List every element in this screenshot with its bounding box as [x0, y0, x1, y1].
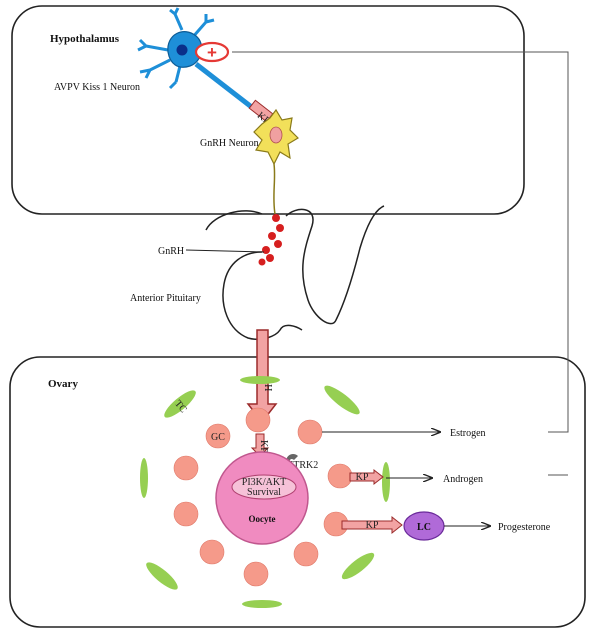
positive-feedback-sign: +: [207, 43, 217, 62]
anterior-pituitary-label: Anterior Pituitary: [130, 293, 201, 304]
lh-label: LH: [262, 378, 273, 391]
kiss-axon: [194, 62, 260, 114]
kp-arrow-lc: [341, 515, 403, 535]
pathway-box: [231, 474, 297, 500]
kp-arrow-androgen: [349, 468, 384, 486]
ovary-panel: [9, 356, 586, 628]
ovary-title: Ovary: [48, 378, 78, 390]
kiss-neuron: [137, 7, 215, 90]
ntrk2-label: NTRK2: [286, 460, 318, 471]
kp-label-androgen: KP: [356, 472, 369, 483]
gnrh-neuron-label: GnRH Neuron: [200, 138, 259, 149]
kp-label-oocyte: KP: [258, 440, 269, 453]
androgen-label: Androgen: [443, 474, 483, 485]
gnrh-neuron-nucleus: [269, 126, 283, 144]
positive-feedback-icon: [194, 41, 230, 63]
gnrh-label: GnRH: [158, 246, 184, 257]
gnrh-pointer: [185, 249, 265, 253]
progesterone-label: Progesterone: [498, 522, 551, 533]
lc-label: LC: [417, 522, 431, 533]
pituitary-outline: [205, 205, 385, 341]
granulosa-cells: [173, 407, 353, 587]
kiss-neuron-label: AVPV Kiss 1 Neuron: [54, 82, 140, 93]
oocyte-label: Oocyte: [249, 514, 276, 524]
pathway-label-line1: PI3K/AKT: [242, 477, 286, 488]
estrogen-label: Estrogen: [450, 428, 486, 439]
kp-label-lc: KP: [366, 520, 379, 531]
lh-arrow: [246, 329, 278, 424]
theca-cells: [140, 376, 390, 608]
hypothalamus-panel: [11, 5, 525, 215]
pathway-label-line2: Survival: [247, 487, 281, 498]
gnrh-granules: [258, 214, 284, 266]
feedback-line: [232, 51, 569, 433]
gc-label: GC: [211, 432, 225, 443]
hypothalamus-title: Hypothalamus: [50, 33, 120, 45]
gnrh-axon: [273, 163, 276, 215]
